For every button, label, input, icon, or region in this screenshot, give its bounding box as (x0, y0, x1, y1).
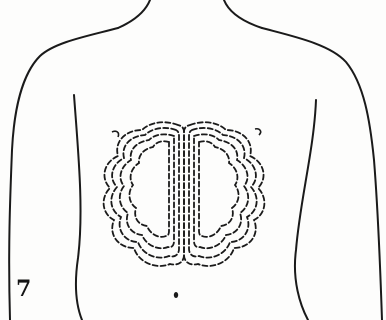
left-dull-area (104, 122, 184, 266)
left-torso-side (74, 95, 82, 320)
left-dull-area-outline-3 (120, 134, 174, 248)
left-dull-area-outline-outer (104, 122, 184, 266)
right-dull-area (184, 122, 264, 266)
neck-left-line (118, 0, 150, 28)
right-dull-area-outline-outer (184, 122, 264, 266)
right-dull-area-outline-3 (194, 134, 248, 248)
figure-number: 7 (16, 278, 31, 300)
right-dull-area-outline-inner (199, 141, 239, 237)
navel-mark (174, 292, 178, 298)
right-torso-side (295, 100, 316, 320)
left-nipple-mark (112, 131, 119, 137)
right-nipple-mark (255, 129, 261, 135)
neck-right-line (224, 0, 262, 28)
left-dull-area-outline-inner (129, 141, 169, 237)
right-shoulder-arm-outline (262, 28, 382, 320)
